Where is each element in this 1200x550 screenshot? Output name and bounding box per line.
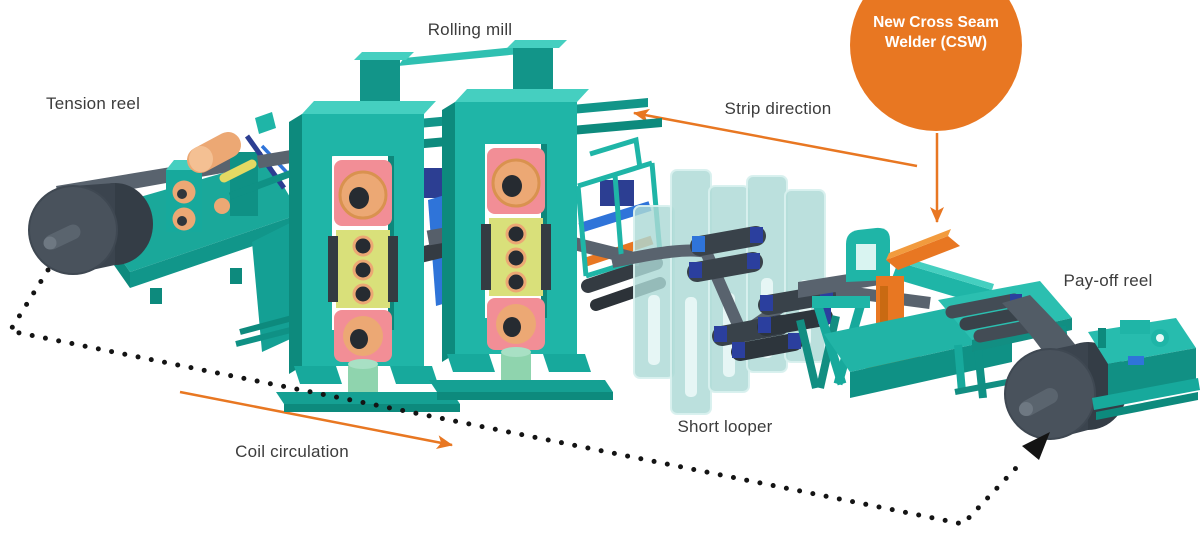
tension-reel-coil bbox=[28, 183, 153, 275]
rolling-mill-label: Rolling mill bbox=[427, 20, 513, 39]
coil-circulation-dotted-path bbox=[5, 267, 1050, 527]
strip-direction-arrow bbox=[633, 108, 918, 168]
looper-rollers bbox=[687, 226, 836, 361]
path-arrowhead-icon bbox=[1022, 432, 1050, 460]
short-looper-label: Short looper bbox=[677, 417, 773, 436]
short-looper-machine bbox=[610, 169, 859, 415]
strip-looper-segment bbox=[610, 244, 859, 340]
coil-circulation-label: Coil circulation bbox=[235, 442, 349, 461]
mill-stand-2 bbox=[427, 38, 615, 402]
tension-reel-label: Tension reel bbox=[46, 94, 141, 113]
strip-direction-label: Strip direction bbox=[724, 99, 832, 118]
csw-badge-circle bbox=[850, 0, 1022, 131]
rolling-mill-machine bbox=[228, 38, 666, 414]
pay-off-reel-label: Pay-off reel bbox=[1063, 271, 1153, 290]
pay-off-drive-unit bbox=[1088, 318, 1200, 420]
pay-off-reel-machine bbox=[1002, 295, 1200, 440]
csw-badge-label: New Cross Seam Welder (CSW) bbox=[873, 14, 999, 52]
coil-circulation-arrow bbox=[179, 390, 453, 450]
